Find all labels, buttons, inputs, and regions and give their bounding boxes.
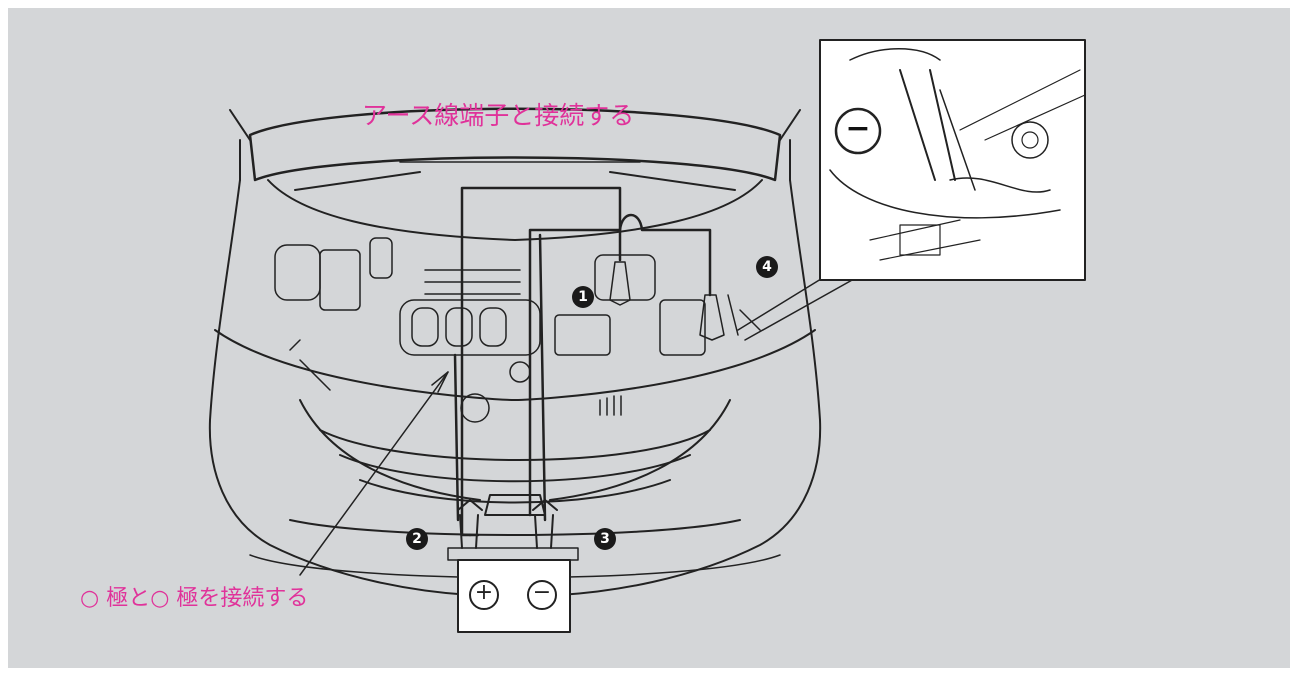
hood <box>229 107 801 241</box>
battery-positive-symbol: + <box>474 580 494 605</box>
battery-negative-symbol: − <box>532 580 552 605</box>
jumper-cables <box>453 186 712 537</box>
connect-poles-label: ○ 極と○ 極を接続する <box>80 586 309 611</box>
engine-bay <box>274 237 761 423</box>
car-body <box>208 179 822 596</box>
inset-negative-symbol: − <box>845 111 871 146</box>
engine-clamps <box>609 261 739 341</box>
earth-terminal-label: アース線端子と接続する <box>362 101 635 130</box>
callout-1: 1 <box>572 286 594 308</box>
inset-detail <box>819 39 1086 281</box>
booster-battery <box>447 499 579 633</box>
callout-2: 2 <box>406 528 428 550</box>
callout-3: 3 <box>594 528 616 550</box>
callout-4: 4 <box>756 256 778 278</box>
